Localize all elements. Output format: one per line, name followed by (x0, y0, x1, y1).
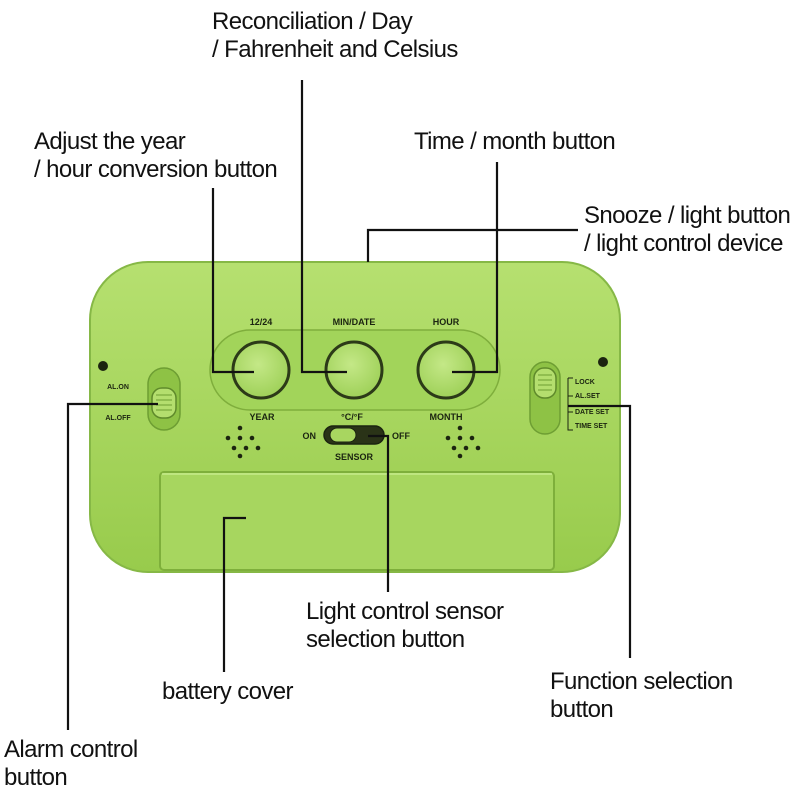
speaker-grille-right (445, 425, 481, 459)
alarm-off-label: AL.OFF (105, 415, 131, 422)
callout-reconciliation-line1: Reconciliation / Day (212, 8, 413, 35)
alarm-on-label: AL.ON (107, 384, 129, 391)
callout-snooze-line2: / light control device (584, 230, 784, 257)
callout-alarm-control-line1: Alarm control (4, 736, 138, 763)
sensor-temp-label: °C/°F (341, 412, 363, 422)
button-label-12-24: 12/24 (250, 317, 273, 327)
sensor-label: SENSOR (335, 452, 374, 462)
speaker-grille-left (225, 425, 261, 459)
callout-alarm-control: Alarm control button (4, 736, 138, 792)
button-label-min-date: MIN/DATE (333, 317, 376, 327)
callout-adjust-year-line1: Adjust the year (34, 128, 186, 155)
button-label-month: MONTH (430, 412, 463, 422)
function-label-dateset: DATE SET (575, 409, 610, 416)
sensor-slider-knob[interactable] (329, 427, 357, 443)
function-label-alset: AL.SET (575, 393, 601, 400)
callout-battery: battery cover (162, 678, 294, 706)
function-label-timeset: TIME SET (575, 423, 608, 430)
callout-function-selection: Function selection button (550, 668, 733, 724)
callout-leader-lines (66, 80, 632, 730)
screw-hole-right (598, 357, 608, 367)
callout-time-month: Time / month button (414, 128, 616, 156)
sensor-on-label: ON (303, 431, 317, 441)
button-label-year: YEAR (249, 412, 275, 422)
callout-function-selection-line1: Function selection (550, 668, 733, 695)
callout-adjust-year: Adjust the year / hour conversion button (34, 128, 278, 184)
callout-adjust-year-line2: / hour conversion button (34, 156, 278, 183)
callout-light-sensor-line1: Light control sensor (306, 598, 504, 625)
hour-month-button[interactable] (416, 340, 476, 400)
callout-reconciliation: Reconciliation / Day / Fahrenheit and Ce… (212, 8, 458, 64)
callout-snooze: Snooze / light button / light control de… (584, 202, 791, 258)
function-label-lock: LOCK (575, 379, 595, 386)
button-label-hour: HOUR (433, 317, 460, 327)
callout-battery-line1: battery cover (162, 678, 294, 705)
battery-cover[interactable] (159, 471, 555, 571)
callout-time-month-line1: Time / month button (414, 128, 616, 155)
callout-snooze-line1: Snooze / light button (584, 202, 791, 229)
year-hour-button[interactable] (231, 340, 291, 400)
callout-alarm-control-line2: button (4, 764, 68, 791)
function-switch-knob[interactable] (533, 367, 557, 399)
sensor-off-label: OFF (392, 431, 410, 441)
screw-hole-left (98, 361, 108, 371)
callout-light-sensor: Light control sensor selection button (306, 598, 504, 654)
callout-reconciliation-line2: / Fahrenheit and Celsius (212, 36, 458, 63)
callout-function-selection-line2: button (550, 696, 614, 723)
min-date-button[interactable] (324, 340, 384, 400)
callout-light-sensor-line2: selection button (306, 626, 465, 653)
